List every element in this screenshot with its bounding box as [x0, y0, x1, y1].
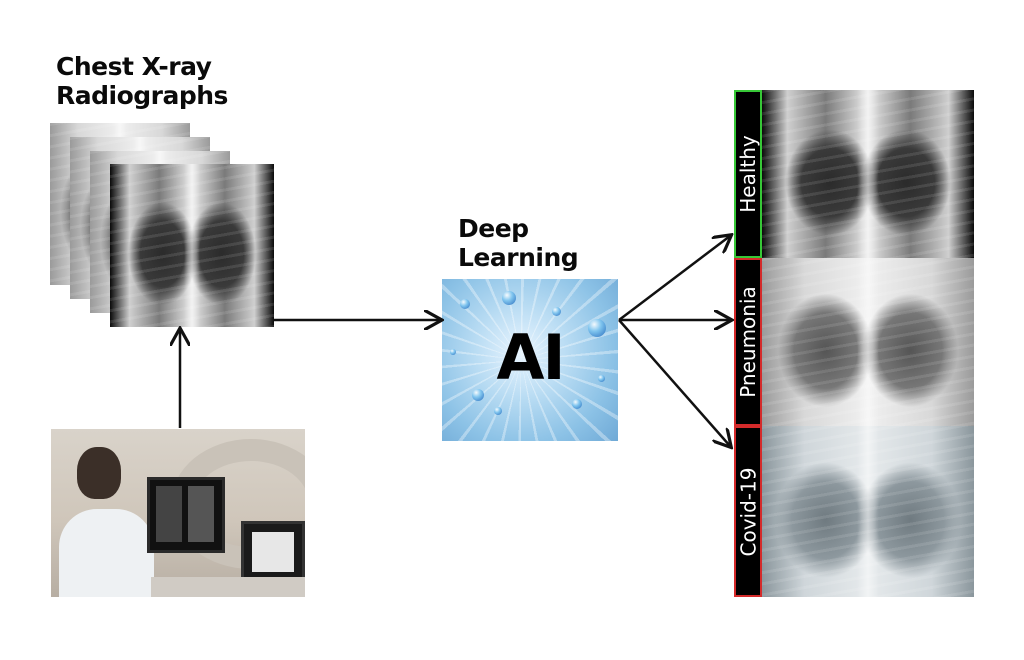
xray-healthy — [762, 90, 974, 258]
arrow-ai-to-healthy — [618, 236, 730, 321]
desk — [151, 577, 305, 597]
xray-covid — [762, 426, 974, 597]
bubble — [552, 307, 561, 316]
model-heading: Deep Learning — [458, 214, 579, 272]
xray-front-image — [110, 164, 274, 327]
input-heading-line1: Chest X-ray — [56, 52, 212, 81]
bubble — [598, 375, 605, 382]
input-heading: Chest X-ray Radiographs — [56, 52, 228, 110]
bubble — [502, 291, 516, 305]
doctor-figure — [59, 447, 154, 597]
bubble — [572, 399, 582, 409]
bubble — [494, 407, 502, 415]
label-covid: Covid-19 — [734, 426, 762, 597]
label-healthy: Healthy — [734, 90, 762, 258]
xray-pneumonia — [762, 258, 974, 426]
ai-image: AI — [442, 279, 618, 441]
radiologist-photo — [51, 429, 305, 597]
bubble — [460, 299, 470, 309]
bubble — [588, 319, 606, 337]
model-heading-line2: Learning — [458, 243, 579, 272]
monitor-main — [147, 477, 225, 553]
model-heading-line1: Deep — [458, 214, 529, 243]
bubble — [472, 389, 484, 401]
arrow-ai-to-covid — [618, 319, 730, 446]
label-pneumonia: Pneumonia — [734, 258, 762, 426]
ai-rays — [442, 279, 618, 441]
ai-badge-text: AI — [496, 321, 565, 394]
bubble — [450, 349, 456, 355]
input-heading-line2: Radiographs — [56, 81, 228, 110]
